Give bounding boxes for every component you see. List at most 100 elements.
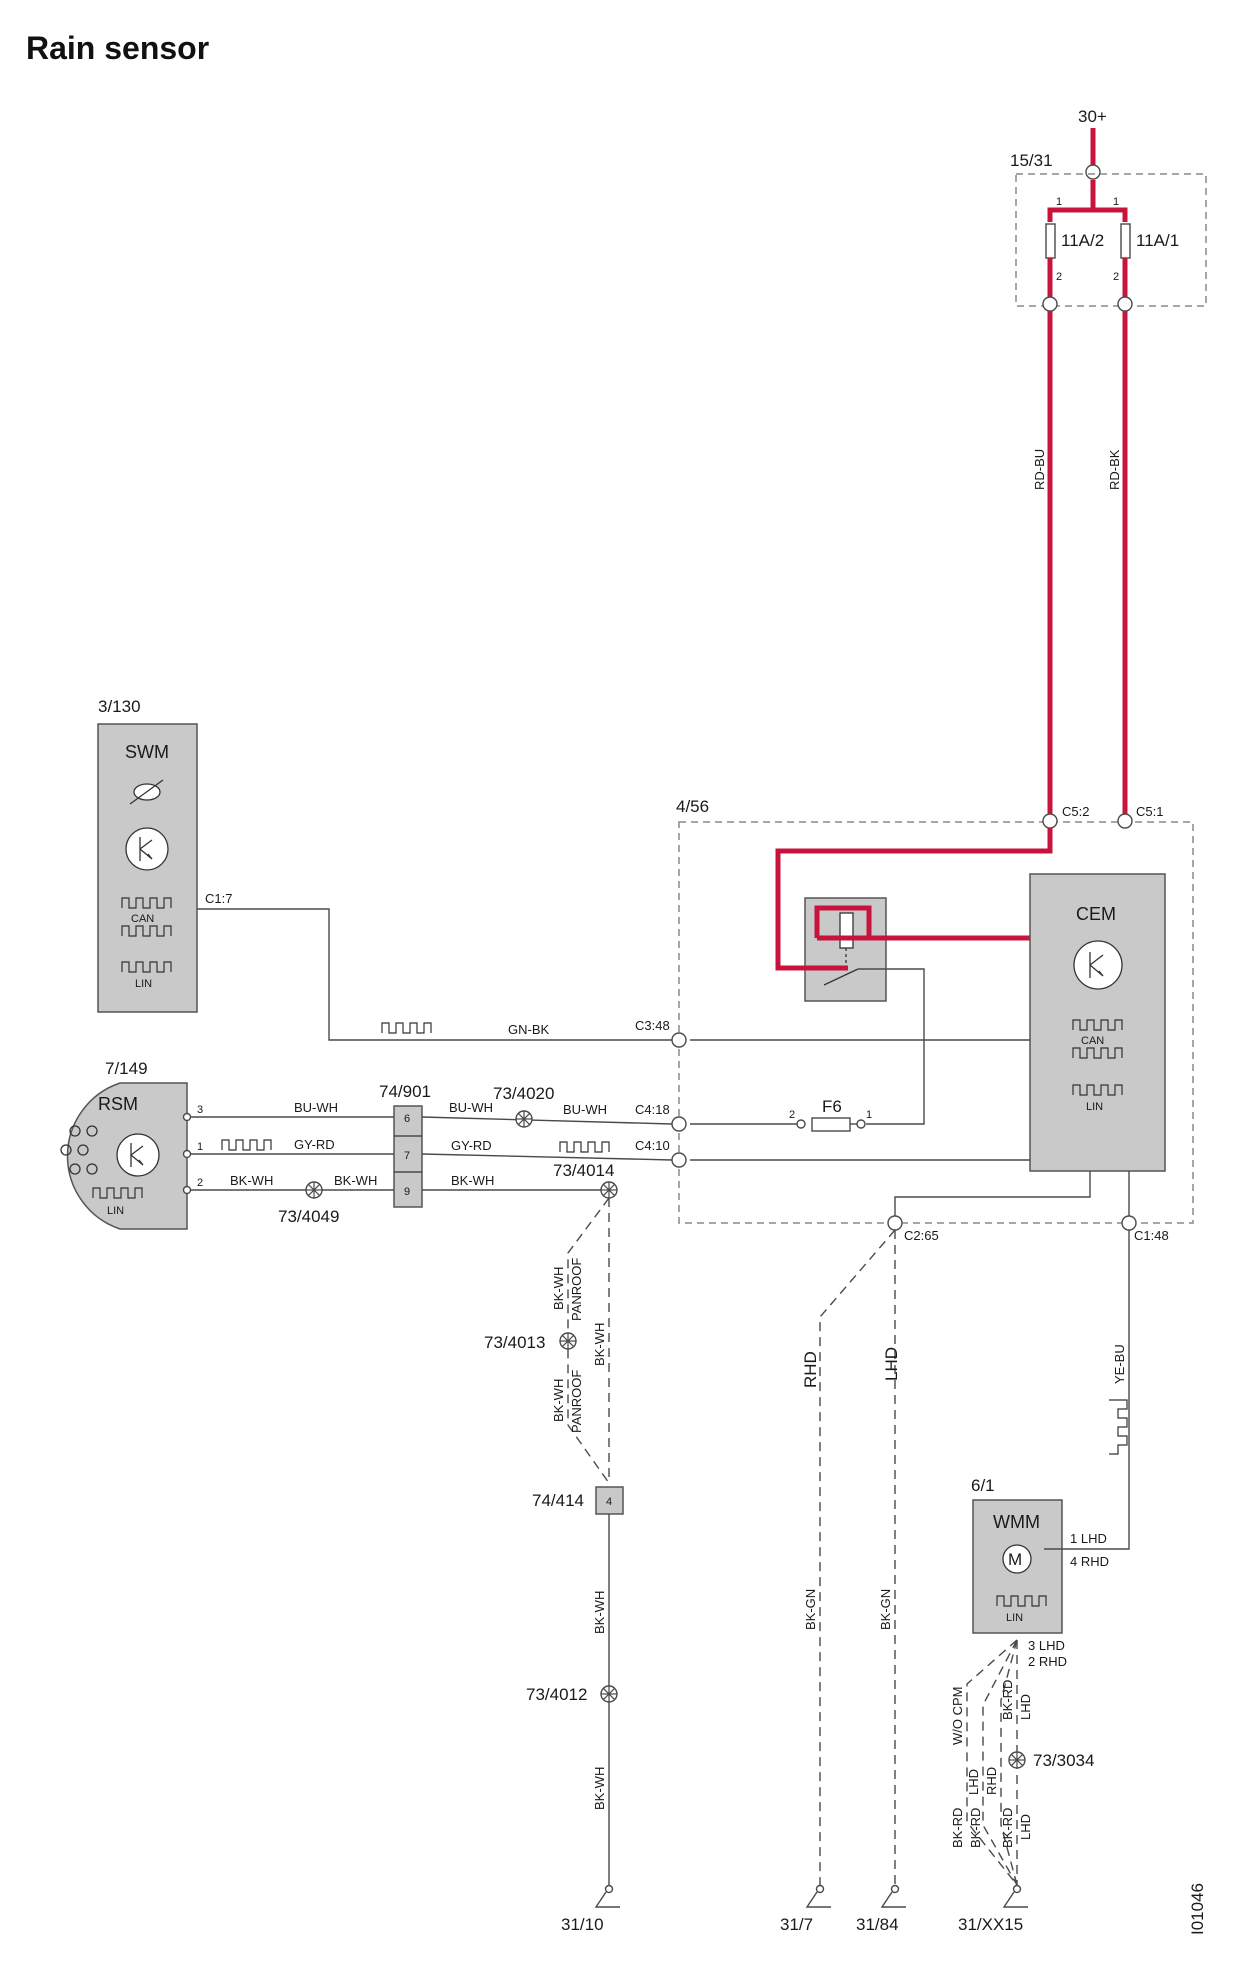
- splice-4013-icon: [559, 1332, 577, 1350]
- bu-wh-label-a: BU-WH: [449, 1100, 493, 1115]
- rsm-transistor-symbol: [130, 1143, 144, 1167]
- wmm-pin-3: 3 LHD: [1028, 1638, 1065, 1653]
- connector-74-414: [595, 1486, 624, 1515]
- ground-31-xx15-icon: [1002, 1891, 1028, 1908]
- panroof-label-a: PANROOF: [569, 1258, 584, 1321]
- wmm-label: WMM: [993, 1512, 1040, 1532]
- wmm-lhd-wire: [982, 1639, 1018, 1886]
- c2-65-terminal: [887, 1215, 903, 1231]
- wmm-lhd-label-b: LHD: [1018, 1694, 1033, 1720]
- relay-output-wire: [858, 968, 925, 1125]
- ye-bu-label: YE-BU: [1112, 1344, 1127, 1384]
- fuse-f6-pin-1: 1: [866, 1109, 872, 1121]
- splice-4020-icon: [515, 1110, 533, 1128]
- rsm-pin-3: 3: [197, 1104, 203, 1116]
- rsm-gy-rd-pulse-icon: [221, 1139, 272, 1151]
- ground-31-10-bk-wh-label-b: BK-WH: [592, 1767, 607, 1810]
- splice-4012-label: 73/4012: [526, 1685, 587, 1704]
- wmm-pin-4: 4 RHD: [1070, 1554, 1109, 1569]
- rd-bk-label: RD-BK: [1107, 449, 1122, 490]
- lhd-bk-gn-label: BK-GN: [878, 1589, 893, 1630]
- splice-4012-icon: [600, 1685, 618, 1703]
- cem-zone-ref: 4/56: [676, 797, 709, 816]
- wmm-wo-cpm-wire: [966, 1639, 1018, 1886]
- wmm-lhd-label-a: LHD: [966, 1769, 981, 1795]
- wmm-pin-2: 2 RHD: [1028, 1654, 1067, 1669]
- swm-connector-label: C1:7: [205, 891, 232, 906]
- wmm-wo-cpm-label: W/O CPM: [950, 1687, 965, 1746]
- rsm-gy-rd-label: GY-RD: [294, 1137, 335, 1152]
- c5-2-terminal: [1042, 813, 1058, 829]
- fusebox-ref: 15/31: [1010, 151, 1053, 170]
- ground-31-84-terminal: [890, 1884, 900, 1894]
- connector-74-901: [393, 1105, 423, 1208]
- c2-65-label: C2:65: [904, 1228, 939, 1243]
- gn-bk-pulse-icon: [381, 1022, 432, 1034]
- c5-1-label: C5:1: [1136, 804, 1163, 819]
- bu-wh-label-b: BU-WH: [563, 1102, 607, 1117]
- fuse-11a1: [1120, 223, 1131, 259]
- fuse-left-pin-1: 1: [1056, 196, 1062, 208]
- wmm-lhd-label-c: LHD: [1018, 1814, 1033, 1840]
- fusebox-out-right: [1117, 296, 1133, 312]
- panroof-bk-wh-label-a: BK-WH: [551, 1267, 566, 1310]
- connector-74-414-pin: 4: [606, 1496, 612, 1508]
- rsm-transistor-icon: [116, 1133, 160, 1177]
- panroof-bk-wh-label-c: BK-WH: [592, 1323, 607, 1366]
- rsm-lin-label: LIN: [107, 1205, 124, 1217]
- c4-10-label: C4:10: [635, 1138, 670, 1153]
- c4-18-terminal: [671, 1116, 687, 1132]
- ground-31-xx15-terminal: [1012, 1884, 1022, 1894]
- fusebox-out-left: [1042, 296, 1058, 312]
- swm-ref: 3/130: [98, 697, 141, 716]
- swm-wiper-stroke: [129, 779, 164, 805]
- fuse-f6-terminal-1: [856, 1119, 866, 1129]
- rsm-raindrop-icon: [60, 1125, 98, 1175]
- fuse-11a1-label: 11A/1: [1136, 231, 1179, 250]
- wmm-rhd-label: RHD: [984, 1767, 999, 1795]
- ground-31-xx15-label: 31/XX15: [958, 1915, 1023, 1934]
- panroof-label-b: PANROOF: [569, 1370, 584, 1433]
- c3-48-terminal: [671, 1032, 687, 1048]
- c1-48-label: C1:48: [1134, 1228, 1169, 1243]
- rhd-label: RHD: [801, 1351, 820, 1388]
- ye-bu-wire: [1044, 1230, 1130, 1550]
- fuse-f6-label: F6: [822, 1097, 842, 1116]
- ground-31-10-icon: [594, 1891, 620, 1908]
- fuse-f6: [811, 1117, 851, 1132]
- fuse-f6-pin-2: 2: [789, 1109, 795, 1121]
- rsm-pin-3-terminal: [182, 1112, 192, 1122]
- rsm-bk-wh-label-b: BK-WH: [334, 1173, 377, 1188]
- wmm-bk-rd-label-b: BK-RD: [950, 1808, 965, 1848]
- relay-coil: [839, 912, 854, 949]
- c4-10-terminal: [671, 1152, 687, 1168]
- swm-can-label: CAN: [131, 913, 154, 925]
- ground-31-84-icon: [880, 1891, 906, 1908]
- fuse-right-pin-1: 1: [1113, 196, 1119, 208]
- ground-31-7-icon: [805, 1891, 831, 1908]
- connector-74-901-pin-9: 9: [404, 1186, 410, 1198]
- supply-label: 30+: [1078, 107, 1107, 126]
- ground-31-7-terminal: [815, 1884, 825, 1894]
- connector-74-414-ref: 74/414: [532, 1491, 584, 1510]
- fuse-left-pin-2: 2: [1056, 271, 1062, 283]
- image-code: I01046: [1188, 1883, 1207, 1935]
- swm-transistor-symbol: [139, 837, 153, 861]
- ground-31-10-bk-wh-label-a: BK-WH: [592, 1591, 607, 1634]
- c5-1-terminal: [1117, 813, 1133, 829]
- gy-rd-pulse-icon: [559, 1141, 610, 1153]
- splice-4049-label: 73/4049: [278, 1207, 339, 1226]
- cem-transistor-symbol: [1089, 952, 1104, 978]
- ground-31-10-label: 31/10: [561, 1915, 604, 1934]
- gy-rd-wire: [421, 1153, 673, 1161]
- swm-transistor-icon: [125, 827, 169, 871]
- rsm-bu-wh-label: BU-WH: [294, 1100, 338, 1115]
- c2-65-internal-wire: [894, 1171, 1091, 1223]
- splice-4013-label: 73/4013: [484, 1333, 545, 1352]
- rhd-bk-gn-label: BK-GN: [803, 1589, 818, 1630]
- cem-lin-label: LIN: [1086, 1101, 1103, 1113]
- swm-label: SWM: [125, 742, 169, 762]
- c4-18-label: C4:18: [635, 1102, 670, 1117]
- splice-3034-icon: [1008, 1751, 1026, 1769]
